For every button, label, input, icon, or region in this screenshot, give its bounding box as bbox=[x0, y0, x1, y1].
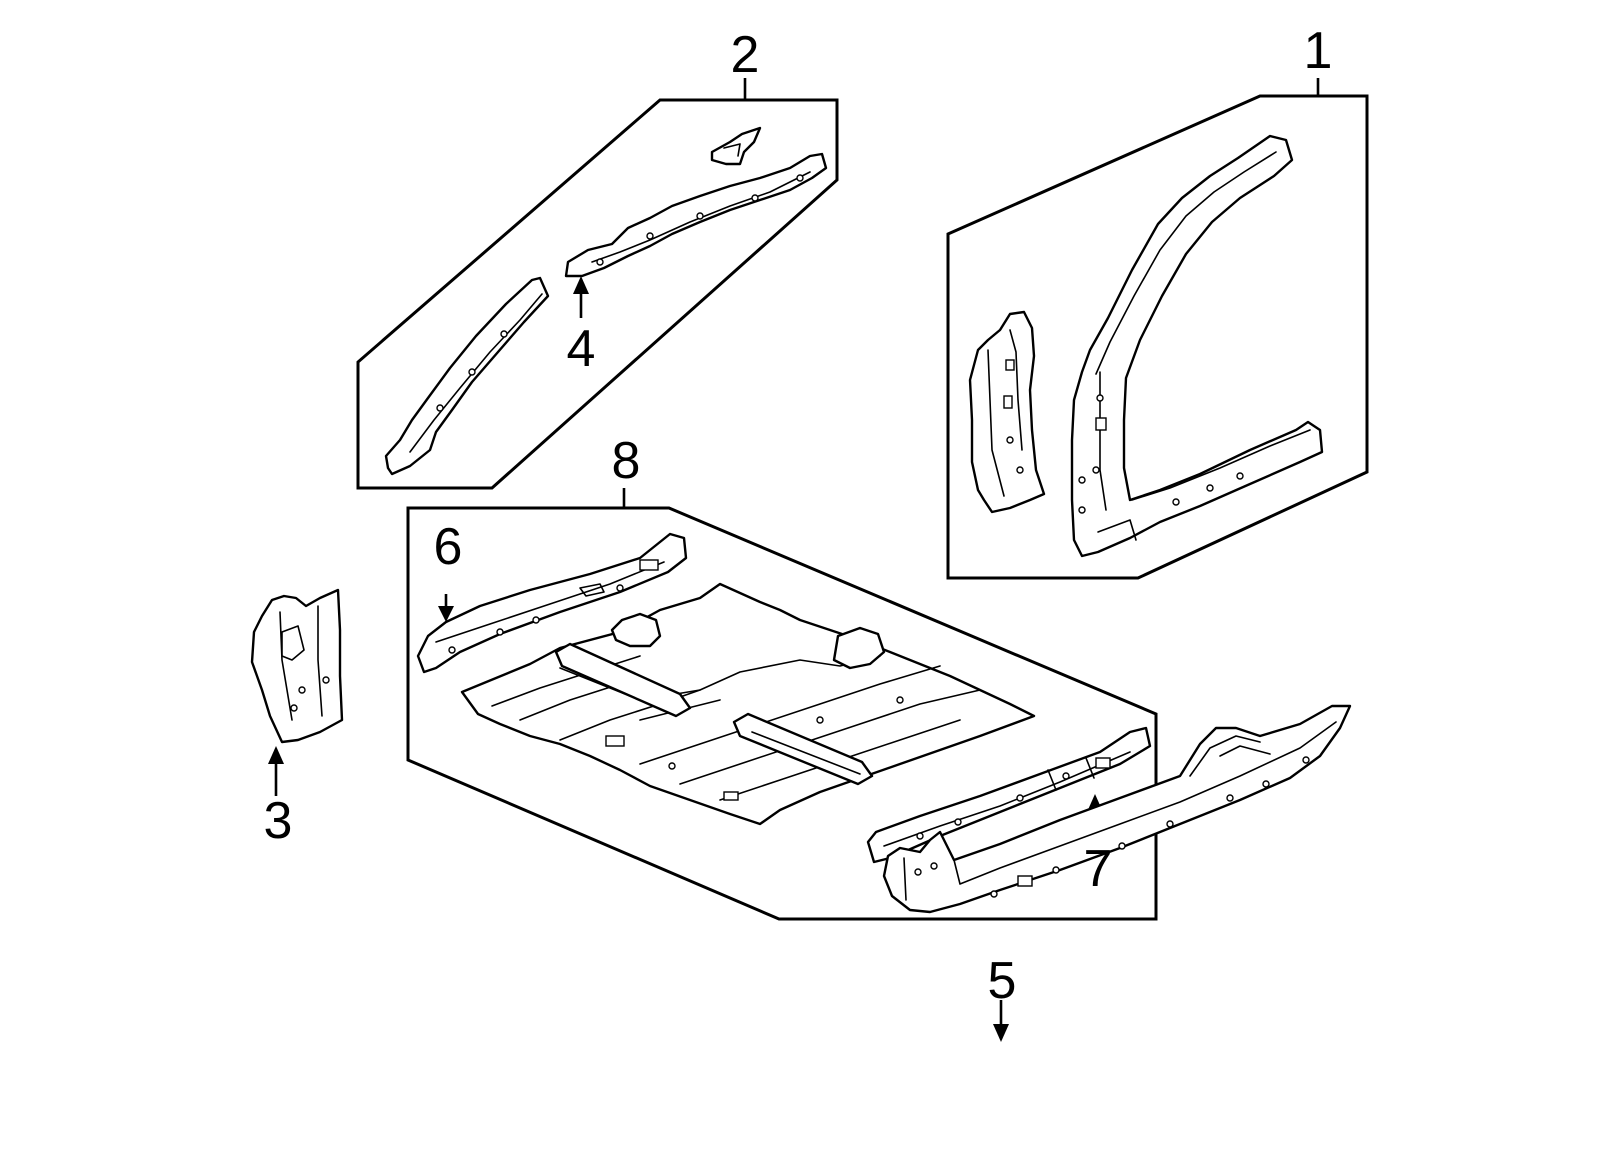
part-7-rail bbox=[866, 726, 1152, 864]
part-2-pillar bbox=[384, 276, 550, 476]
part-3-panel bbox=[250, 588, 344, 744]
callout-4: 4 bbox=[567, 320, 596, 378]
part-1-side-panel bbox=[1070, 134, 1324, 558]
part-6-rail bbox=[416, 532, 688, 674]
callout-6: 6 bbox=[434, 518, 463, 576]
callout-1: 1 bbox=[1304, 22, 1333, 80]
leader-5 bbox=[993, 1000, 1009, 1042]
callout-5: 5 bbox=[988, 952, 1017, 1010]
leader-3 bbox=[268, 746, 284, 796]
callout-3: 3 bbox=[264, 792, 293, 850]
part-1-hinge-pillar bbox=[968, 310, 1046, 514]
leader-6 bbox=[438, 594, 454, 622]
part-5-rocker bbox=[882, 704, 1352, 914]
part-4-rail bbox=[564, 152, 828, 278]
callout-2: 2 bbox=[731, 26, 760, 84]
callout-8: 8 bbox=[612, 432, 641, 490]
leader-4 bbox=[573, 276, 589, 318]
part-2-bracket bbox=[710, 126, 762, 166]
callout-7: 7 bbox=[1084, 840, 1113, 898]
part-8-floor-pan bbox=[460, 582, 1036, 826]
